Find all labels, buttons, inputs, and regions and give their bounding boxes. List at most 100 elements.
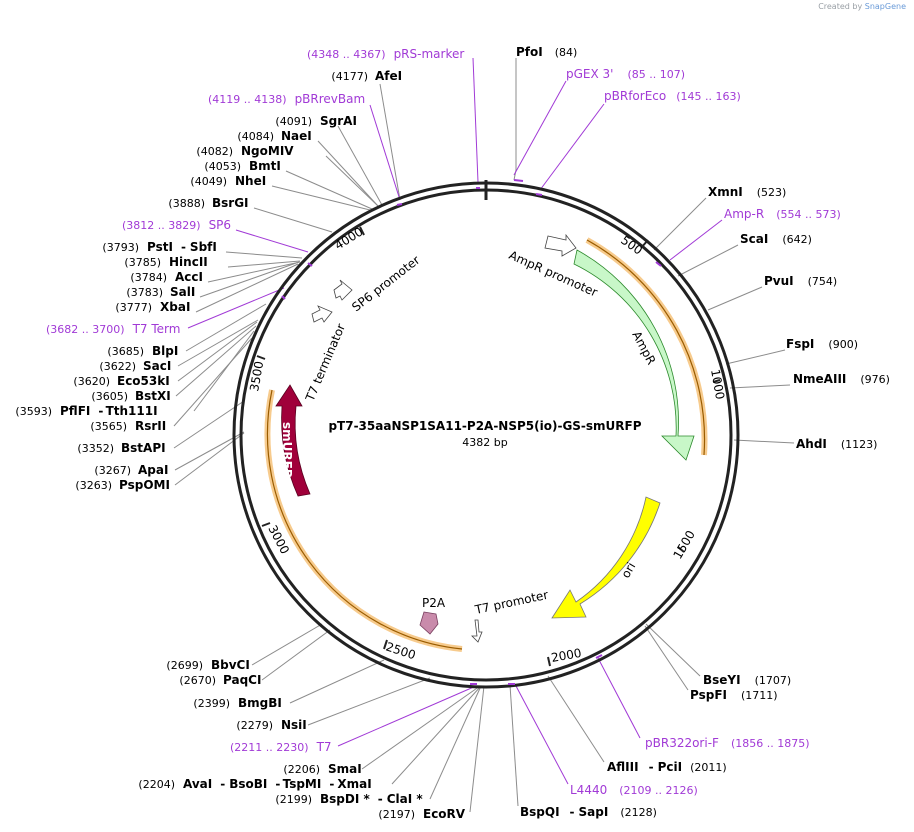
smurfp-arrow — [275, 384, 311, 497]
leader-pflfi — [193, 330, 255, 412]
site-bspqi-sapi: BspQI-SapI(2128) — [520, 805, 657, 819]
site-bstxi: BstXI — [135, 389, 171, 403]
tick-label-4000: 4000 — [332, 224, 365, 252]
site-apai-pos: (3267) — [94, 464, 131, 477]
leader-blpi — [185, 303, 267, 352]
p2a-arrow — [419, 611, 439, 635]
site-ahdi: AhdI(1123) — [796, 437, 877, 451]
tick-2000 — [547, 656, 551, 667]
leader-sp6 — [235, 229, 309, 253]
leader-t7term — [187, 287, 285, 329]
tick-1000 — [712, 379, 721, 383]
site-xbai: XbaI — [160, 300, 190, 314]
site-hincii: HincII — [169, 255, 208, 269]
leader-afliii — [547, 675, 605, 763]
leader-rsrii — [173, 337, 253, 427]
leader-paqci — [261, 629, 331, 681]
leader-pvui — [707, 286, 763, 311]
site-afei: AfeI — [375, 69, 402, 83]
leader-xmni — [653, 197, 707, 251]
site-blpi: BlpI — [152, 344, 178, 358]
primer-t7: (2211 .. 2230)T7 — [230, 740, 332, 754]
leader-xbai — [195, 263, 299, 313]
sp6-promoter-arrow — [333, 279, 353, 301]
site-pfoi: PfoI(84) — [516, 45, 577, 59]
primer-pgex: pGEX 3'(85 .. 107) — [566, 67, 685, 81]
leader-bstapi — [173, 400, 245, 449]
leader-pbrforeco — [539, 103, 605, 191]
snapgene-logo: SnapGene — [864, 2, 906, 11]
bottom-sites: (2699) BbvCI (2670) PaqCI (2399) BmgBI (… — [138, 658, 465, 821]
tick-500 — [640, 239, 649, 249]
site-paqci-pos: (2670) — [179, 674, 216, 687]
leader-nsii — [307, 677, 431, 726]
site-bsrgi-pos: (3888) — [168, 197, 205, 210]
site-fspi: FspI(900) — [786, 337, 858, 351]
site-smai-pos: (2206) — [283, 763, 320, 776]
leader-eco53ki — [177, 321, 258, 382]
leader-nhei — [271, 185, 371, 211]
credit-prefix: Created by — [818, 2, 863, 11]
site-pspomi: PspOMI — [119, 478, 170, 492]
site-scai: ScaI(642) — [740, 232, 812, 246]
site-naei: NaeI — [281, 129, 312, 143]
leader-pspomi — [174, 432, 245, 486]
mark-pbr322ori — [595, 654, 603, 659]
tick-marks — [256, 226, 721, 667]
leader-naei — [317, 140, 379, 207]
site-smai: SmaI — [328, 762, 362, 776]
site-nsii: NsiI — [281, 718, 307, 732]
site-sgrai: SgrAI — [320, 114, 357, 128]
leader-avai — [391, 685, 482, 785]
site-pflfi-pos: (3593) — [15, 405, 52, 418]
site-sgrai-pos: (4091) — [275, 115, 312, 128]
leader-prs-marker — [472, 57, 479, 183]
site-paqci: PaqCI — [223, 673, 261, 687]
leader-pbrrevbam — [369, 104, 401, 201]
orange-arc-smurfp-line — [266, 389, 463, 650]
label-sp6-promoter: SP6 promoter — [349, 253, 422, 315]
site-rsrii: RsrII — [135, 419, 166, 433]
site-nmeaiii: NmeAIII(976) — [793, 372, 890, 386]
mark-pbrrevbam — [396, 203, 403, 206]
leader-pfoi — [513, 58, 517, 181]
site-pvui: PvuI(754) — [764, 274, 837, 288]
site-xbai-pos: (3777) — [115, 301, 152, 314]
tick-3000 — [261, 522, 271, 527]
primer-sp6: (3812 .. 3829)SP6 — [122, 218, 231, 232]
site-bbvci: BbvCI — [211, 658, 250, 672]
label-t7-terminator: T7 terminator — [302, 322, 348, 404]
site-ecorv-pos: (2197) — [378, 808, 415, 821]
leader-nmeaiii — [729, 384, 791, 389]
site-naei-pos: (4084) — [237, 130, 274, 143]
leader-ahdi — [733, 439, 795, 444]
leader-bspdi — [429, 685, 482, 800]
leader-scai — [677, 244, 739, 277]
leader-acci — [207, 261, 301, 283]
leader-pspfi — [644, 625, 689, 691]
leader-pbr322ori — [597, 657, 641, 739]
site-eco53ki-pos: (3620) — [73, 375, 110, 388]
site-psti-pos: (3793) — [102, 241, 139, 254]
primer-prs-marker: (4348 .. 4367)pRS-marker — [307, 47, 464, 61]
site-bstapi: BstAPI — [121, 441, 166, 455]
leader-smai — [361, 685, 481, 770]
leader-l4440 — [515, 685, 569, 785]
mark-pbrforeco — [535, 193, 543, 196]
site-xmni: XmnI(523) — [708, 185, 786, 199]
leader-saci — [177, 319, 259, 367]
label-t7-promoter: T7 promoter — [473, 588, 550, 617]
site-bmgbi: BmgBI — [238, 696, 282, 710]
leader-pgex — [513, 80, 567, 176]
left-sites: (4177) AfeI (4091) SgrAI (4084) NaeI (40… — [15, 69, 402, 492]
site-nhei-pos: (4049) — [190, 175, 227, 188]
site-apai: ApaI — [138, 463, 168, 477]
site-rsrii-pos: (3565) — [90, 420, 127, 433]
site-avai-pos: (2204) — [138, 778, 175, 791]
site-bsrgi: BsrGI — [212, 196, 249, 210]
site-bmti: BmtI — [249, 159, 281, 173]
primer-t7-term: (3682 .. 3700)T7 Term — [46, 322, 180, 336]
site-pspfi: PspFI(1711) — [690, 688, 778, 702]
leader-sgrai — [337, 125, 383, 206]
